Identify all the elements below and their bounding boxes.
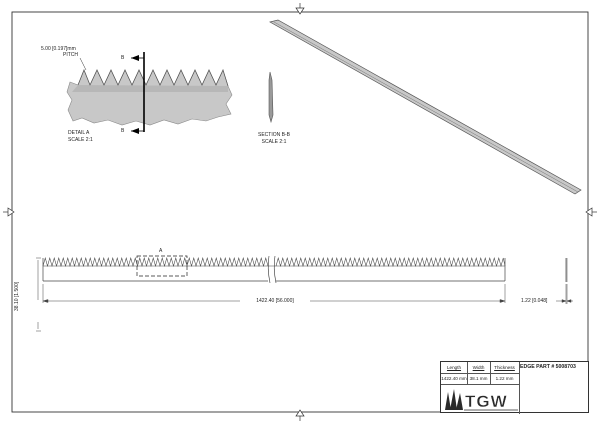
detail-callout-a: A (159, 248, 163, 254)
title-block: Length Width Thickness 1422.40 mm 38.1 m… (440, 361, 589, 414)
title-block-header-length: Length (446, 365, 462, 370)
pitch-label: PITCH (63, 52, 78, 58)
title-block-value-length: 1422.40 mm (441, 376, 467, 381)
flame-icon (445, 389, 463, 410)
main-elevation-view (42, 255, 568, 284)
thickness-dimension-text: 1.22 [0.048] (521, 298, 548, 304)
title-block-value-thickness: 1.22 mm (495, 376, 514, 381)
dimension-lines (36, 257, 573, 332)
pitch-dimension-text: 5.00 [0.197]mm (41, 46, 76, 52)
section-mark-bottom: B (121, 128, 125, 134)
part-number: EDGE PART # 5008703 (520, 364, 576, 370)
section-bb-title: SECTION B-B (258, 132, 290, 138)
height-dimension-text: 38.10 [1.500] (14, 281, 20, 311)
length-dimension-text: 1422.40 [56.000] (240, 298, 310, 304)
sheet-border (11, 11, 589, 413)
title-block-header-width: Width (472, 365, 485, 370)
detail-a-scale: SCALE 2:1 (68, 137, 93, 143)
logo-wordmark: TGW (465, 392, 508, 411)
detail-a-view (66, 52, 233, 134)
isometric-blade-view (269, 19, 582, 195)
tgw-logo: TGW (442, 386, 524, 412)
section-mark-top: B (121, 55, 125, 61)
detail-a-title: DETAIL A (68, 130, 90, 136)
title-block-header-thickness: Thickness (494, 365, 515, 370)
section-bb-scale: SCALE 2:1 (261, 139, 287, 145)
section-bb-view (268, 71, 274, 124)
title-block-value-width: 38.1 mm (469, 376, 488, 381)
center-marks (3, 3, 597, 421)
